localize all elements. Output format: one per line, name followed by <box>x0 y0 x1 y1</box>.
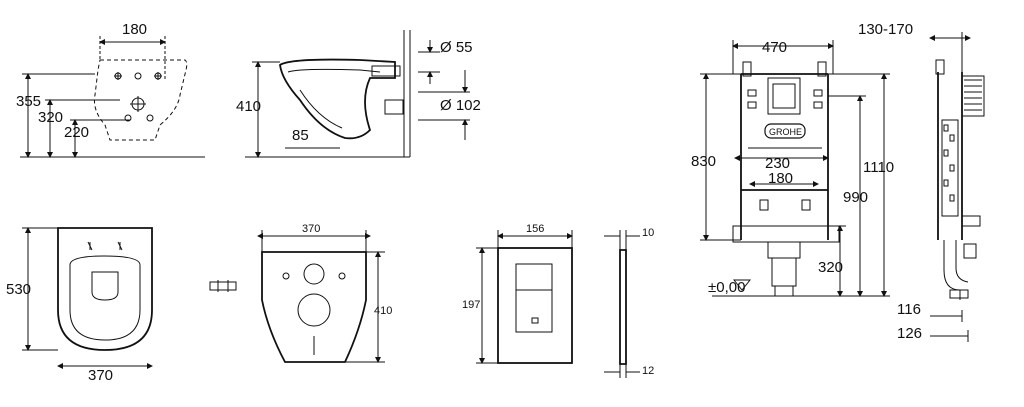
dim-180: 180 <box>122 21 147 38</box>
dim-12: 12 <box>642 365 654 377</box>
dim-230: 230 <box>765 155 790 172</box>
dim-990: 990 <box>843 189 868 206</box>
dim-85: 85 <box>292 127 309 144</box>
dim-355: 355 <box>16 93 41 110</box>
dim-130-170: 130-170 <box>858 21 913 38</box>
flush-plate-view: 156 197 10 12 <box>462 223 654 378</box>
dim-370-bowl: 370 <box>88 367 113 384</box>
dim-pipe-102: Ø 102 <box>440 97 481 114</box>
dim-126: 126 <box>897 325 922 342</box>
dim-410-side: 410 <box>236 98 261 115</box>
dim-pipe-55: Ø 55 <box>440 39 473 56</box>
brand-badge: GROHE <box>769 127 802 137</box>
sound-pad-view: 370 410 <box>209 223 392 363</box>
dim-220: 220 <box>64 124 89 141</box>
dim-197: 197 <box>462 299 480 311</box>
dim-320: 320 <box>38 109 63 126</box>
frame-front-view: GROHE 470 <box>691 39 894 297</box>
bowl-top-view: 530 370 <box>6 227 153 384</box>
dim-156: 156 <box>526 223 544 235</box>
mounting-pattern-view: 180 355 320 220 <box>16 21 205 158</box>
dim-116: 116 <box>897 301 921 318</box>
dim-530: 530 <box>6 281 31 298</box>
side-profile-view: 410 85 Ø 55 Ø 102 <box>236 30 481 158</box>
dim-830: 830 <box>691 153 716 170</box>
floor-level: ±0,00 <box>708 279 745 296</box>
dim-370-pad: 370 <box>302 223 320 235</box>
dim-1110: 1110 <box>863 159 894 176</box>
dim-180-frame: 180 <box>768 170 793 187</box>
dim-470: 470 <box>762 39 787 56</box>
dim-320-frame: 320 <box>818 259 843 276</box>
dim-410-pad: 410 <box>374 305 392 317</box>
frame-side-view: 130-170 116 126 <box>858 21 985 342</box>
dim-10: 10 <box>642 227 654 239</box>
